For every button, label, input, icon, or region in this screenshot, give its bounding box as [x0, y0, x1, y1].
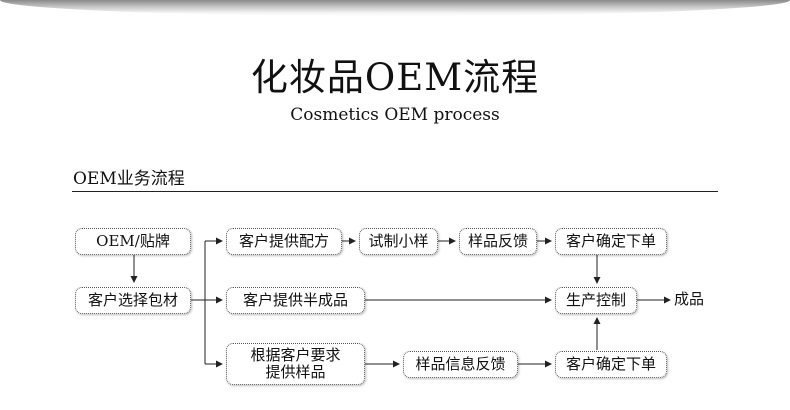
trial-sample-box: 试制小样: [359, 228, 438, 255]
confirm-order-bottom-box: 客户确定下单: [555, 351, 667, 378]
confirm-order-top-box: 客户确定下单: [555, 228, 667, 255]
finished-product-label: 成品: [674, 290, 705, 308]
top-shadow: [0, 0, 790, 16]
page-title: 化妆品OEM流程: [250, 56, 540, 99]
production-control-box: 生产控制: [555, 287, 637, 314]
section-title: OEM业务流程: [73, 169, 185, 189]
provide-formula-box: 客户提供配方: [226, 228, 342, 255]
sample-feedback-box: 样品反馈: [459, 228, 537, 255]
provide-samples-box: 根据客户要求 提供样品: [226, 343, 365, 385]
sample-info-feedback-box: 样品信息反馈: [403, 351, 518, 378]
oem-label-box: OEM/贴牌: [75, 228, 191, 255]
page-subtitle: Cosmetics OEM process: [290, 105, 500, 125]
choose-packaging-box: 客户选择包材: [75, 287, 191, 314]
section-divider: [72, 191, 718, 192]
semi-finished-box: 客户提供半成品: [226, 287, 365, 314]
